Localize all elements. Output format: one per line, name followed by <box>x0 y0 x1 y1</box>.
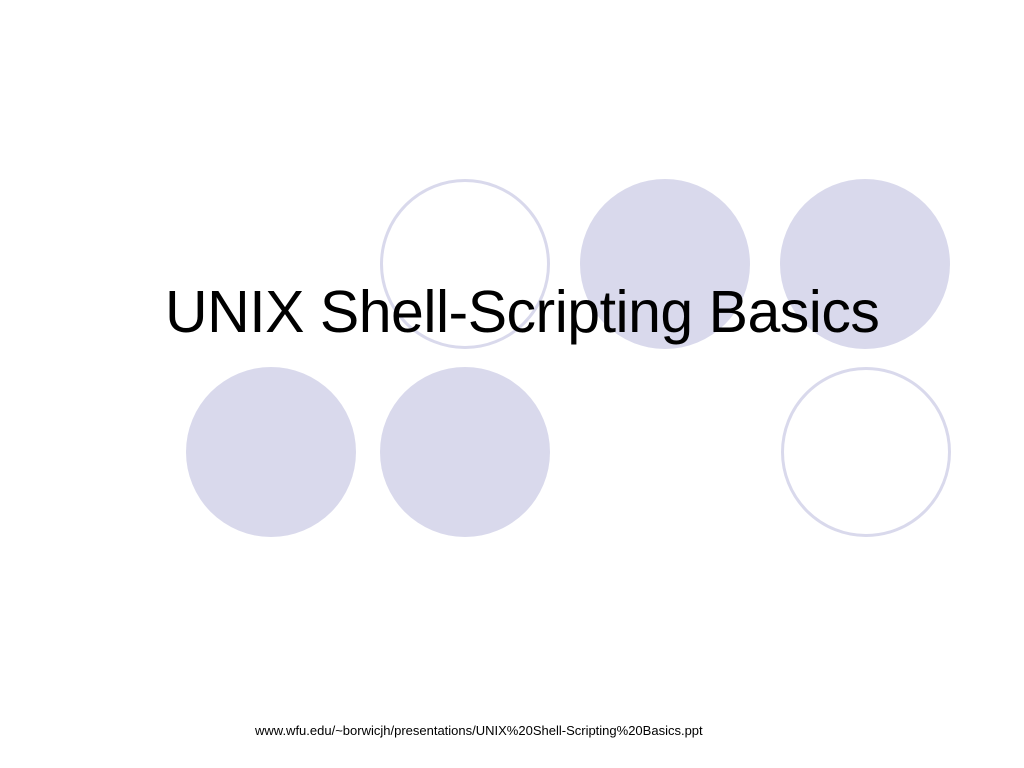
decorative-circle-outline <box>781 367 951 537</box>
footer-url: www.wfu.edu/~borwicjh/presentations/UNIX… <box>255 723 703 738</box>
slide-title: UNIX Shell-Scripting Basics <box>165 279 880 345</box>
decorative-circle-filled <box>186 367 356 537</box>
decorative-circle-filled <box>580 179 750 349</box>
decorative-circle-filled <box>780 179 950 349</box>
decorative-circle-outline <box>380 179 550 349</box>
decorative-circle-filled <box>380 367 550 537</box>
